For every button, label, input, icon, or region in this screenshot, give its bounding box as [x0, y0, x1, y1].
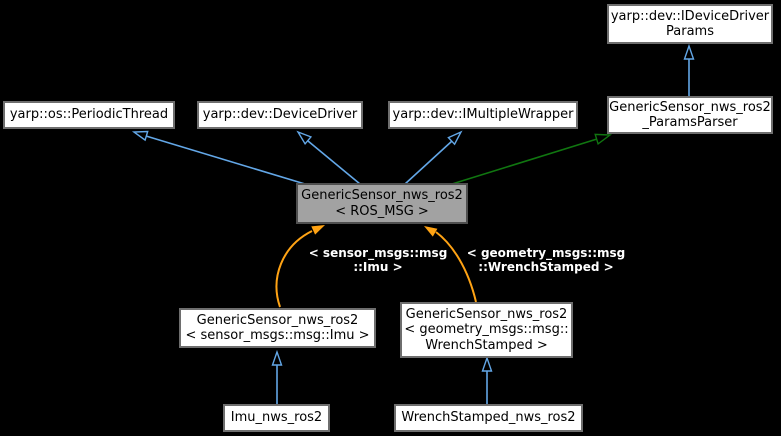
node-label-line1: GenericSensor_nws_ros2 — [405, 306, 568, 322]
edge-to-device-driver — [296, 130, 361, 185]
node-label: Imu_nws_ros2 — [230, 410, 323, 426]
node-imu-nws-ros2[interactable]: Imu_nws_ros2 — [223, 404, 330, 432]
node-wrenchstamped-nws-ros2[interactable]: WrenchStamped_nws_ros2 — [394, 404, 583, 432]
node-label-line1: GenericSensor_nws_ros2 — [196, 312, 359, 328]
edge-to-periodic-thread — [131, 130, 306, 185]
edge-label-imu-template-args: < sensor_msgs::msg ::Imu > — [292, 246, 464, 274]
node-label-line2: < sensor_msgs::msg::Imu > — [185, 328, 370, 343]
node-label: yarp::os::PeriodicThread — [9, 107, 169, 123]
node-label-line3: WrenchStamped > — [425, 337, 548, 353]
edge-paramsparser-to-idevicedriverparams — [683, 43, 695, 96]
hollow-arrowhead-icon — [271, 349, 283, 366]
edge-label-line2: ::Imu > — [353, 260, 403, 274]
node-label-line1: GenericSensor_nws_ros2 — [609, 99, 771, 115]
node-label: yarp::dev::DeviceDriver — [202, 107, 358, 123]
hollow-arrowhead-icon — [131, 130, 149, 142]
node-yarp-os-periodicthread[interactable]: yarp::os::PeriodicThread — [3, 101, 175, 129]
node-label-line2: Params — [666, 24, 714, 39]
edge-template-instance-wrench — [424, 226, 477, 303]
node-label: yarp::dev::IMultipleWrapper — [392, 107, 574, 123]
node-label-line2: _ParamsParser — [642, 115, 738, 130]
edge-label-line1: < sensor_msgs::msg — [308, 246, 448, 260]
hollow-arrowhead-icon — [683, 43, 695, 60]
hollow-arrowhead-icon — [481, 355, 493, 372]
edge-wrench-nws-to-generic-wrench — [481, 355, 493, 404]
node-genericsensor-nws-ros2-paramsparser[interactable]: GenericSensor_nws_ros2 _ParamsParser — [607, 96, 773, 134]
edge-label-wrench-template-args: < geometry_msgs::msg ::WrenchStamped > — [458, 246, 634, 274]
node-genericsensor-nws-ros2-ros-msg: GenericSensor_nws_ros2 < ROS_MSG > — [296, 183, 468, 224]
node-yarp-dev-imultiplewrapper[interactable]: yarp::dev::IMultipleWrapper — [388, 101, 578, 129]
node-label-line2: < ROS_MSG > — [335, 203, 429, 219]
edge-to-imultiple-wrapper — [404, 130, 463, 185]
node-label-line1: GenericSensor_nws_ros2 — [301, 188, 463, 203]
node-label: WrenchStamped_nws_ros2 — [401, 410, 576, 426]
node-label-line2: < geometry_msgs::msg:: — [404, 322, 569, 338]
node-yarp-dev-idevicedriverparams[interactable]: yarp::dev::IDeviceDriver Params — [607, 4, 773, 44]
node-label-line1: yarp::dev::IDeviceDriver — [610, 8, 770, 24]
node-genericsensor-nws-ros2-wrenchstamped[interactable]: GenericSensor_nws_ros2 < geometry_msgs::… — [400, 302, 573, 358]
hollow-arrowhead-icon — [296, 130, 313, 146]
edge-generic-to-paramsparser — [451, 133, 612, 185]
edge-template-instance-imu — [275, 225, 325, 308]
edge-label-line1: < geometry_msgs::msg — [466, 246, 626, 260]
node-yarp-dev-devicedriver[interactable]: yarp::dev::DeviceDriver — [197, 101, 363, 129]
edge-label-line2: ::WrenchStamped > — [478, 260, 614, 274]
filled-arrowhead-icon — [424, 226, 438, 237]
node-genericsensor-nws-ros2-imu[interactable]: GenericSensor_nws_ros2 < sensor_msgs::ms… — [179, 308, 376, 348]
hollow-arrowhead-icon — [594, 133, 612, 146]
hollow-arrowhead-icon — [447, 130, 463, 146]
filled-arrowhead-icon — [311, 225, 325, 235]
edge-imu-nws-to-generic-imu — [271, 349, 283, 404]
